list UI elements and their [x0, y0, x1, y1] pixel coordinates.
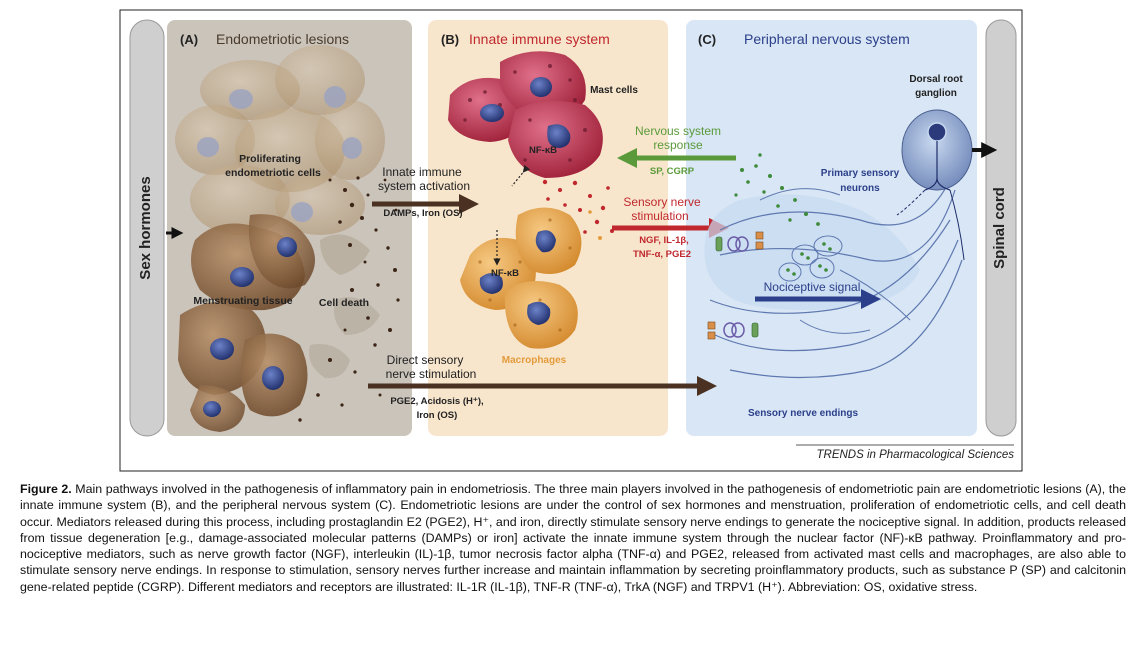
receptors-bottom	[707, 321, 759, 340]
panel-a-title: Endometriotic lesions	[216, 31, 349, 47]
dorsal-root-ganglion	[896, 109, 973, 261]
figure-caption: Figure 2. Main pathways involved in the …	[20, 481, 1126, 595]
endometriotic-cells-illustration	[175, 45, 400, 432]
nociceptive-label: Nociceptive signal	[764, 280, 861, 294]
sensory-stimulation-label-1: Sensory nerve	[623, 195, 701, 209]
nervous-mediators: SP, CGRP	[650, 166, 695, 177]
proliferating-label-1: Proliferating	[239, 153, 301, 165]
panel-a-letter: (A)	[180, 32, 198, 47]
direct-mediators-2: Iron (OS)	[417, 410, 458, 421]
direct-stimulation-label-2: nerve stimulation	[386, 367, 477, 381]
direct-mediators-1: PGE2, Acidosis (H⁺),	[390, 396, 483, 407]
mast-cells-illustration	[448, 51, 603, 178]
nfkb-label-macrophage: NF-κB	[491, 268, 519, 279]
sensory-mediators-1: NGF, IL-1β,	[639, 235, 689, 246]
sex-hormones-label: Sex hormones	[137, 176, 154, 279]
spinal-cord-bar	[985, 19, 1017, 437]
sensory-mediators-2: TNF-α, PGE2	[633, 249, 691, 260]
nfkb-label-mast: NF-κB	[529, 145, 557, 156]
sensory-nerve-illustration	[704, 153, 963, 379]
receptors-top	[715, 231, 764, 252]
sensory-endings-label: Sensory nerve endings	[748, 408, 858, 419]
caption-text: Main pathways involved in the pathogenes…	[20, 482, 1126, 594]
panel-c-letter: (C)	[698, 32, 716, 47]
nervous-response-label-1: Nervous system	[635, 124, 721, 138]
pathway-diagram: Sex hormones Spinal cord (A) Endometriot…	[119, 9, 1023, 472]
source-label: TRENDS in Pharmacological Sciences	[817, 449, 1015, 461]
direct-stimulation-label-1: Direct sensory	[387, 353, 464, 367]
drg-label-2: ganglion	[915, 88, 957, 99]
caption-label: Figure 2.	[20, 482, 72, 496]
menstruating-label: Menstruating tissue	[193, 295, 292, 307]
primary-neurons-label-2: neurons	[840, 183, 880, 194]
primary-neurons-label-1: Primary sensory	[821, 168, 900, 179]
sex-hormones-bar	[129, 19, 165, 437]
nervous-response-label-2: response	[653, 138, 703, 152]
mast-cells-label: Mast cells	[590, 85, 638, 96]
spinal-cord-label: Spinal cord	[991, 187, 1008, 269]
proliferating-label-2: endometriotic cells	[225, 167, 321, 179]
innate-activation-mediators: DAMPs, Iron (OS)	[383, 208, 462, 219]
drg-label-1: Dorsal root	[909, 74, 963, 85]
macrophages-label: Macrophages	[502, 355, 567, 366]
nfkb-arrow-mast	[511, 164, 531, 187]
macrophages-illustration	[460, 207, 582, 349]
cell-death-label: Cell death	[319, 297, 369, 309]
innate-activation-label-1: Innate immune	[382, 165, 462, 179]
panel-b-letter: (B)	[441, 32, 459, 47]
innate-activation-label-2: system activation	[378, 179, 470, 193]
panel-c-title: Peripheral nervous system	[744, 31, 910, 47]
panel-b-title: Innate immune system	[469, 31, 610, 47]
sensory-stimulation-label-2: stimulation	[631, 209, 688, 223]
